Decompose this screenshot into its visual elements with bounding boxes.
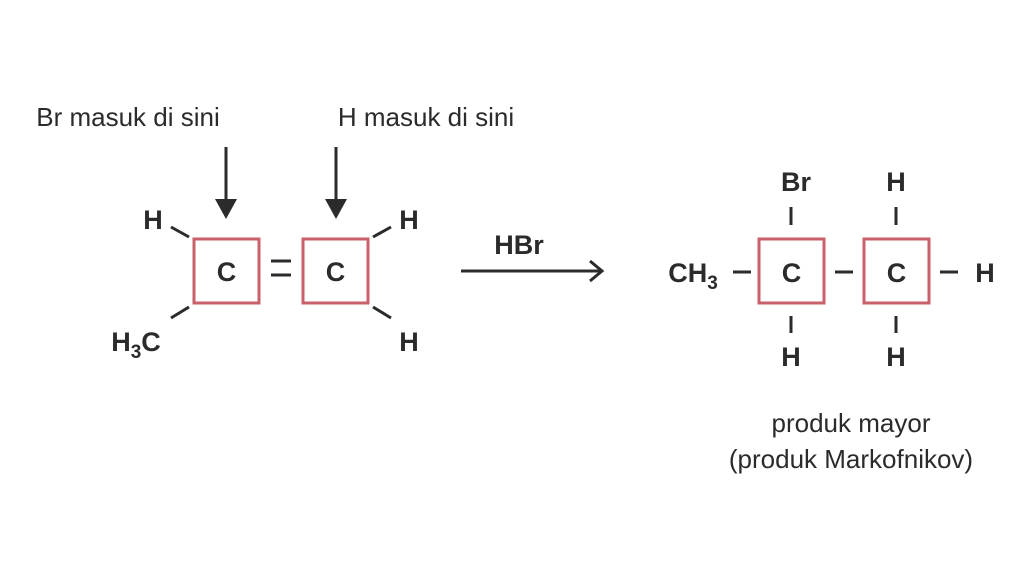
product-methyl-subscript: 3: [707, 273, 718, 294]
reactant-h-bottom-right: H: [399, 327, 419, 357]
product-methyl-ch: CH: [668, 258, 707, 288]
reactant-h-top-right: H: [399, 205, 419, 235]
bond-h-top-left: [170, 225, 190, 239]
reactant-methyl-group: H3C: [111, 327, 161, 363]
product-methyl-group: CH3: [668, 258, 718, 294]
product-caption-major: produk mayor: [772, 408, 931, 438]
reactant-carbon-left: C: [217, 257, 237, 287]
product-h-bottom-left: H: [781, 342, 801, 372]
annotation-h-enters: H masuk di sini: [338, 102, 514, 132]
arrow-down-left-icon: [215, 147, 237, 219]
product-caption-markovnikov: (produk Markofnikov): [729, 444, 973, 474]
methyl-h: H: [111, 327, 131, 357]
product-carbon-right: C: [887, 258, 907, 288]
reaction-arrow-icon: [461, 259, 605, 283]
reactant-h-top-left: H: [143, 205, 163, 235]
bond-h-bottom-right: [372, 305, 392, 320]
product-h-right: H: [975, 258, 995, 288]
product-carbon-left-box: [757, 237, 826, 305]
product-br-top: Br: [781, 167, 811, 197]
arrow-down-right-icon: [325, 147, 347, 219]
product-molecule: CH3 C C H Br H H H produk mayor (produk …: [668, 167, 995, 474]
product-h-bottom-right: H: [886, 342, 906, 372]
reactant-carbon-right: C: [326, 257, 346, 287]
reagent-label: HBr: [494, 230, 544, 260]
annotation-br-enters: Br masuk di sini: [36, 102, 220, 132]
product-carbon-right-box: [862, 237, 931, 305]
bond-methyl: [170, 305, 190, 320]
bond-h-top-right: [372, 225, 392, 239]
methyl-c: C: [141, 327, 161, 357]
product-carbon-left: C: [782, 258, 802, 288]
methyl-subscript: 3: [131, 342, 142, 363]
reactant-carbon-left-box: [192, 237, 261, 305]
reactant-carbon-right-box: [301, 237, 370, 305]
reactant-molecule: C C H H H H3C: [111, 205, 419, 363]
product-h-top: H: [886, 167, 906, 197]
